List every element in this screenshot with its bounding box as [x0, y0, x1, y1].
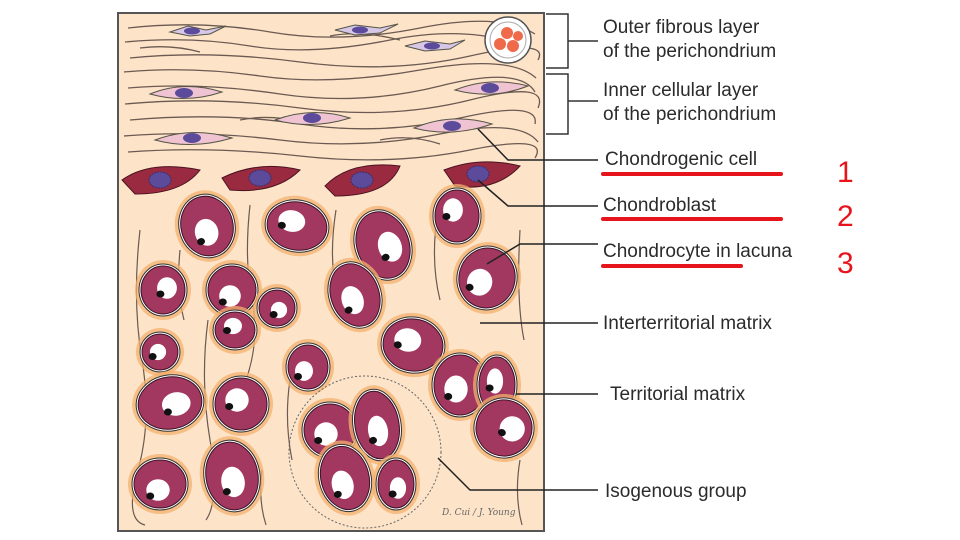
chondrocyte-nucleus: [277, 221, 286, 229]
fibroblast-cell: [148, 85, 224, 100]
chondrocyte-in-lacuna: [253, 284, 301, 332]
chondrocyte-cells: [128, 184, 538, 516]
label-text: of the perichondrium: [603, 41, 776, 62]
chondroblast-cell: [221, 165, 301, 192]
chondrocyte-in-lacuna: [470, 394, 538, 462]
leader-chondrocyte: [486, 243, 598, 265]
chondrogenic-cell-shape: [412, 118, 494, 133]
label-outer-fibrous-layer: Outer fibrous layer of the perichondrium: [603, 17, 776, 62]
chondrocyte-nucleus: [314, 437, 323, 444]
red-blood-vessel: [484, 16, 532, 64]
chondrocyte-nucleus: [381, 253, 390, 261]
label-chondrocyte-in-lacuna: Chondrocyte in lacuna: [603, 241, 792, 262]
fibroblast-cell: [404, 39, 466, 52]
chondrocyte-in-lacuna: [282, 339, 334, 395]
chondrocyte-nucleus: [197, 238, 205, 246]
chondrocyte-in-lacuna: [429, 184, 485, 248]
chondrocyte-in-lacuna: [199, 436, 265, 516]
chondrocyte-nucleus: [497, 428, 506, 437]
label-text: Inner cellular layer: [603, 80, 759, 101]
chondrocyte-nucleus: [465, 283, 474, 291]
chondrocyte-nucleus: [294, 373, 302, 380]
chondrocyte-nucleus: [444, 393, 453, 400]
chondrocyte-in-lacuna: [136, 328, 184, 376]
chondrocyte-nucleus: [388, 490, 397, 498]
artist-signature: D. Cui / J. Young: [441, 508, 516, 518]
chondrocyte-in-lacuna: [209, 372, 273, 436]
chondroblast-cell: [443, 161, 521, 188]
fibroblast-cell: [273, 111, 352, 126]
fibroblast-cell: [334, 23, 399, 36]
chondrocyte-in-lacuna: [314, 440, 376, 516]
chondrocyte-in-lacuna: [132, 370, 208, 436]
chondrocyte-in-lacuna: [209, 306, 261, 354]
annotation-number-1: 1: [837, 156, 854, 189]
chondrocyte-nucleus: [333, 490, 342, 498]
cell-lacuna-space: [499, 416, 525, 442]
label-chondrogenic-cell: Chondrogenic cell: [605, 149, 757, 170]
chondrocyte-in-lacuna: [452, 242, 522, 314]
perichondrium-fibers: [123, 20, 541, 161]
chondrocyte-in-lacuna: [348, 385, 406, 465]
cell-lacuna-space: [466, 268, 493, 296]
cell-lacuna-space: [377, 231, 403, 262]
chondrocyte-in-lacuna: [135, 260, 191, 320]
leader-isogenous: [437, 457, 598, 491]
leader-lines: [437, 128, 598, 491]
label-territorial-matrix: Territorial matrix: [610, 384, 746, 405]
label-chondroblast: Chondroblast: [603, 195, 717, 216]
isogenous-group-outline: [288, 375, 442, 529]
bracket-inner-cellular: [546, 73, 598, 135]
chondrocyte-nucleus: [369, 436, 378, 444]
leader-chondroblast: [477, 179, 598, 207]
chondroblast-cell: [324, 164, 401, 197]
chondrocyte-in-lacuna: [323, 257, 387, 333]
chondrocyte-in-lacuna: [128, 454, 192, 514]
chondrocyte-nucleus: [269, 311, 278, 318]
chondrocyte-nucleus: [163, 408, 172, 416]
fibroblast-cell: [153, 131, 234, 146]
chondrocyte-nucleus: [146, 492, 155, 500]
chondrocyte-in-lacuna: [377, 312, 449, 378]
chondrocyte-nucleus: [485, 384, 494, 392]
chondroblast-row: [121, 161, 521, 197]
fibroblast-cells: [148, 23, 530, 146]
red-underlines: [601, 172, 783, 268]
chondrocyte-nucleus: [442, 213, 451, 220]
chondrocyte-nucleus: [222, 488, 231, 496]
chondrocyte-nucleus: [156, 290, 165, 298]
chondrocyte-nucleus: [344, 306, 353, 314]
annotation-number-3: 3: [837, 247, 854, 280]
chondrocyte-in-lacuna: [372, 454, 420, 514]
label-isogenous-group: Isogenous group: [605, 481, 747, 502]
chondrocyte-nucleus: [218, 298, 227, 306]
chondrocyte-in-lacuna: [174, 190, 240, 262]
chondrocyte-in-lacuna: [261, 195, 333, 257]
chondrocyte-nucleus: [148, 353, 157, 360]
chondroblast-cell: [121, 166, 201, 195]
label-interterritorial-matrix: Interterritorial matrix: [603, 313, 772, 334]
fibroblast-cell: [453, 81, 530, 95]
label-text: Outer fibrous layer: [603, 17, 760, 38]
annotation-number-2: 2: [837, 200, 854, 233]
chondrocyte-in-lacuna: [349, 205, 417, 285]
fibroblast-cell: [168, 25, 227, 37]
label-inner-cellular-layer: Inner cellular layer of the perichondriu…: [603, 80, 776, 125]
chondrocyte-nucleus: [225, 403, 234, 410]
leader-chondrogenic-cell: [477, 128, 598, 161]
chondrocyte-nucleus: [393, 341, 402, 349]
bracket-outer-fibrous: [546, 13, 598, 69]
chondrocyte-nucleus: [223, 327, 231, 334]
label-text: of the perichondrium: [603, 104, 776, 125]
